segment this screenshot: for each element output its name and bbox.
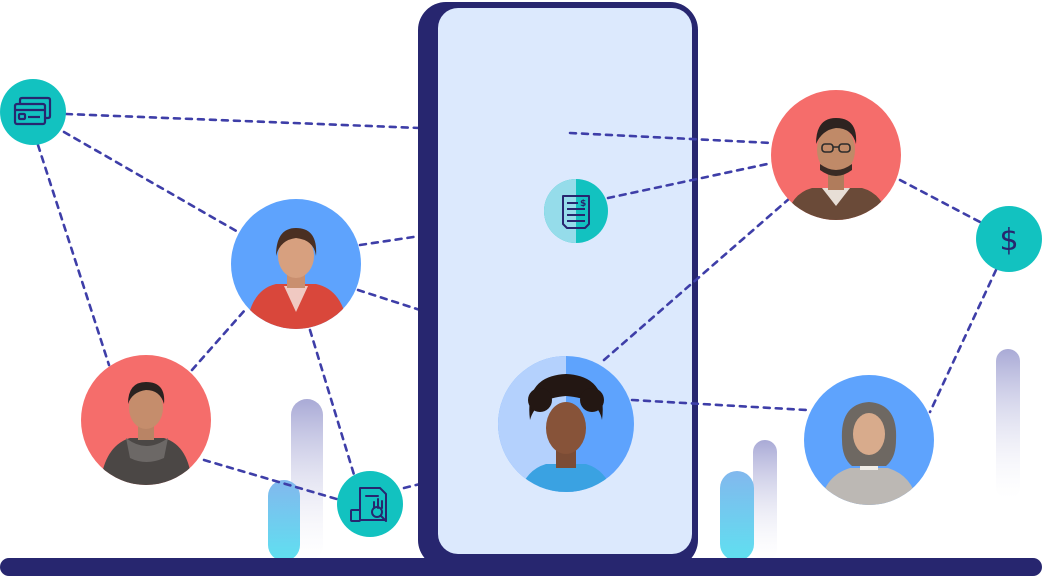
avatar-woman-grey-hair: [804, 375, 934, 505]
avatar-woman-red-jacket: [231, 199, 361, 329]
bar-left-short: [268, 480, 300, 561]
dollar-sign-icon: $: [976, 206, 1042, 272]
bar-mid-short: [720, 471, 754, 561]
document-search-icon: [337, 471, 403, 537]
connection-lines-screen: [568, 131, 808, 412]
avatar-man-glasses: [771, 90, 901, 220]
credit-card-icon: [0, 79, 66, 145]
svg-text:$: $: [580, 199, 586, 209]
baseline-floor: [0, 558, 1042, 576]
bar-mid-tall: [753, 440, 777, 561]
bar-right: [996, 349, 1020, 499]
connection-lines: [36, 112, 998, 502]
avatar-man-curly-hair: [498, 356, 634, 492]
receipt-dollar-icon: $: [544, 179, 608, 243]
avatar-man-scarf: [81, 355, 211, 485]
dollar-glyph: $: [999, 223, 1018, 258]
decorative-bars: [268, 349, 1020, 561]
